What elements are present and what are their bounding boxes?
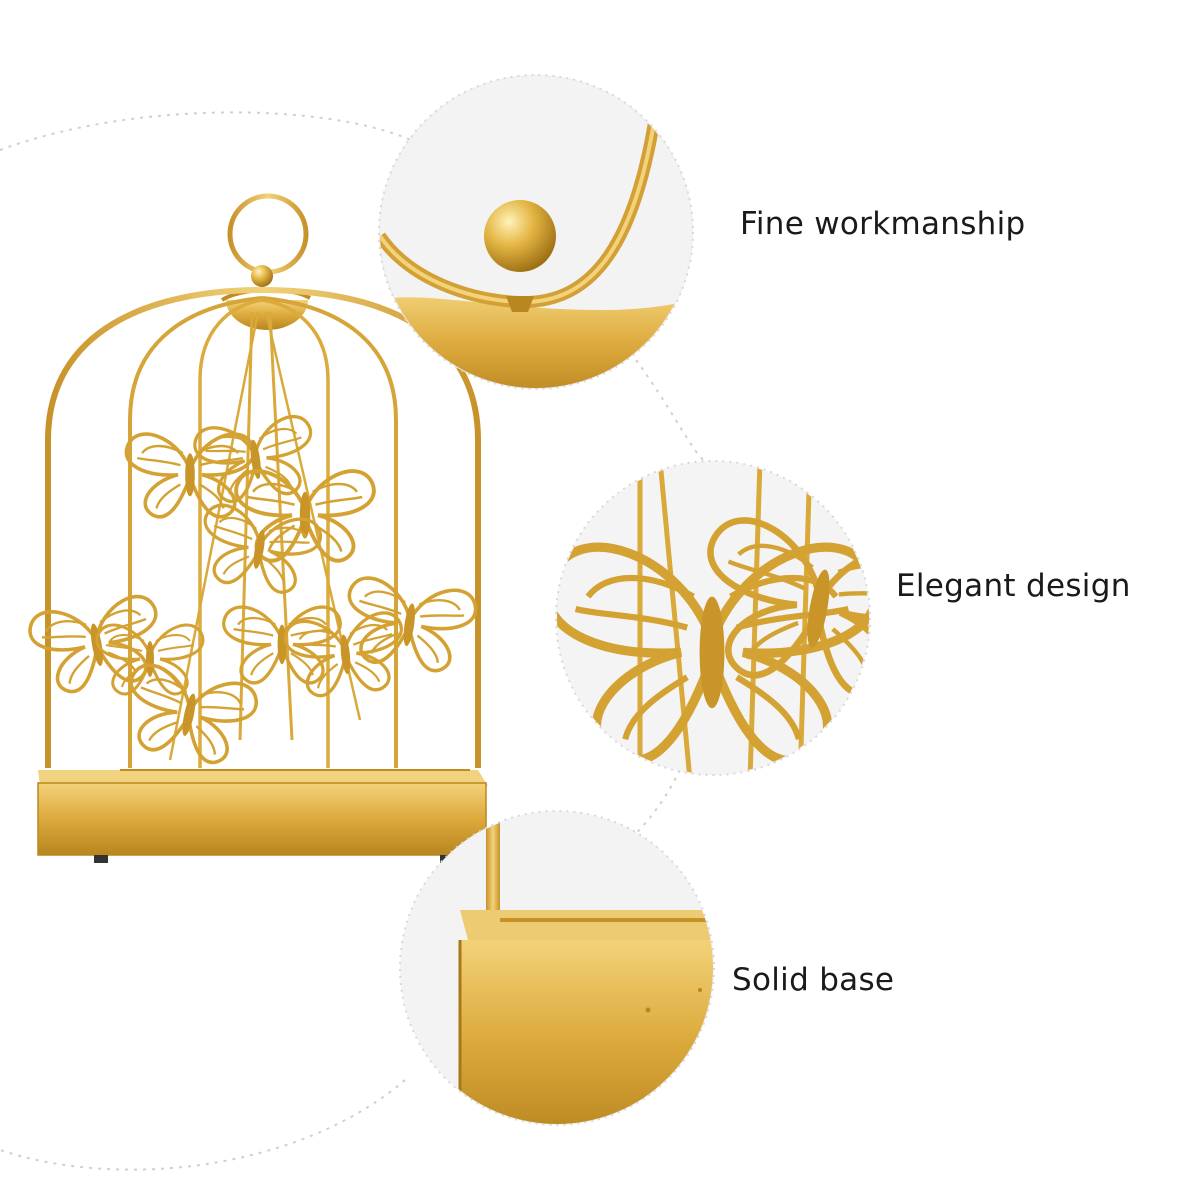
base-corner-closeup-icon	[399, 810, 715, 1126]
butterfly-closeup-icon	[555, 460, 871, 776]
butterfly-decoration	[25, 412, 480, 771]
feature-label-elegant-design: Elegant design	[896, 568, 1131, 604]
feature-label-solid-base: Solid base	[732, 962, 895, 998]
feature-label-fine-workmanship: Fine workmanship	[740, 206, 1026, 242]
birdcage-holder	[25, 193, 488, 863]
ball-finial-closeup-icon	[378, 74, 694, 390]
